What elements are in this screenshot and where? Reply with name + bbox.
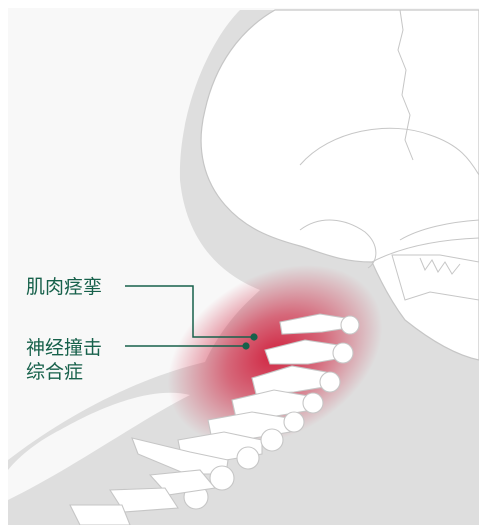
vertebral-body-5 <box>284 412 304 432</box>
spasm-leader-dot <box>250 333 257 340</box>
mandible <box>392 255 479 300</box>
nerve-impingement-label-line2: 综合症 <box>26 360 83 384</box>
muscle-spasm-label: 肌肉痉挛 <box>26 275 102 299</box>
vertebral-body-4 <box>303 393 323 413</box>
vertebral-body-7 <box>237 447 259 469</box>
nerve-impingement-label-line1: 神经撞击 <box>26 336 102 360</box>
impingement-leader-dot <box>242 342 249 349</box>
vertebral-body-2 <box>333 343 353 363</box>
vertebral-body-3 <box>320 372 340 392</box>
vertebral-body-1 <box>341 316 359 334</box>
thoracic-segment-3 <box>70 505 130 525</box>
vertebral-body-6 <box>261 429 283 451</box>
illustration-panel <box>8 8 479 525</box>
neck-anatomy-illustration <box>8 8 479 525</box>
